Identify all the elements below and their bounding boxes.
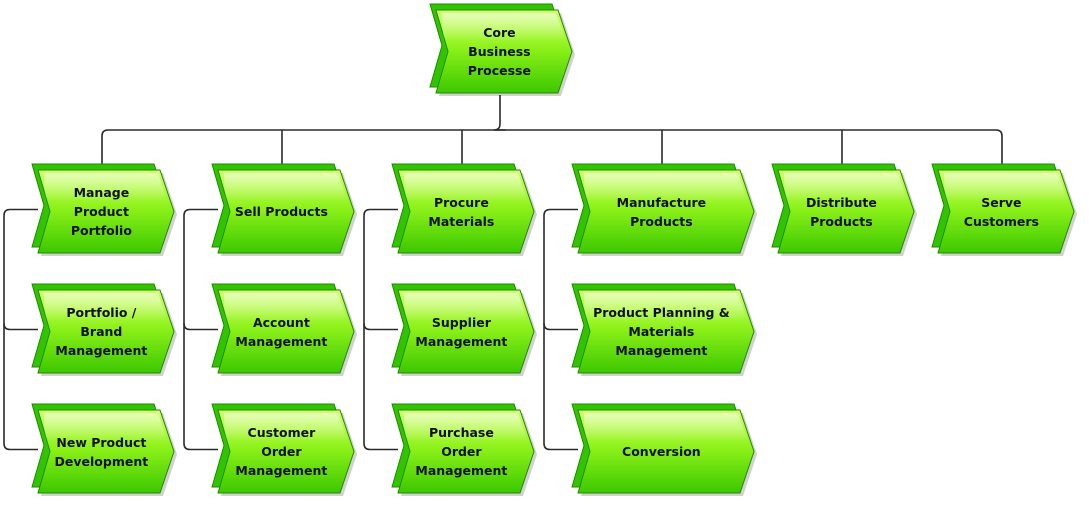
- subprocess-1-1-label: Portfolio / Brand Management: [55, 305, 148, 358]
- child-connector-1-1: [3, 323, 38, 331]
- child-connector-3-1: [363, 323, 398, 331]
- subprocess-2-1-shape: [211, 283, 357, 376]
- child-connector-4-1: [543, 323, 578, 331]
- root-process-label: Core Business Processe: [467, 25, 531, 78]
- root-connector: [493, 95, 506, 131]
- process-2-shape: [211, 163, 357, 256]
- process-1-shape: [31, 163, 177, 256]
- bus-connector: [101, 129, 1003, 164]
- child-bracket-4: [543, 208, 578, 451]
- process-6-shape: [931, 163, 1077, 256]
- child-connector-2-1: [183, 323, 218, 331]
- process-4-label: Manufacture Products: [616, 194, 707, 229]
- subprocess-4-2-label: Conversion: [622, 444, 701, 459]
- subprocess-1-2-shape: [31, 403, 177, 496]
- root-process-shape: [429, 3, 575, 96]
- process-4-shape: [571, 163, 757, 256]
- subprocess-4-2-shape: [571, 403, 757, 496]
- child-bracket-2: [183, 208, 218, 451]
- subprocess-2-2-label: Customer Order Management: [235, 425, 328, 478]
- child-bracket-3: [363, 208, 398, 451]
- subprocess-3-2-label: Purchase Order Management: [415, 425, 508, 478]
- subprocess-2-2-shape: [211, 403, 357, 496]
- process-6-label: Serve Customers: [963, 194, 1039, 229]
- process-5-shape: [771, 163, 917, 256]
- subprocess-4-1-shape: [571, 283, 757, 376]
- subprocess-2-1-label: Account Management: [235, 314, 328, 349]
- subprocess-3-1-label: Supplier Management: [415, 314, 508, 349]
- connector-lines: [3, 95, 1003, 451]
- process-2-label: Sell Products: [234, 204, 328, 219]
- process-1-label: Manage Product Portfolio: [70, 185, 132, 238]
- subprocess-3-2-shape: [391, 403, 537, 496]
- subprocess-1-2-label: New Product Development: [54, 434, 149, 469]
- process-5-label: Distribute Products: [805, 194, 877, 229]
- subprocess-3-1-shape: [391, 283, 537, 376]
- process-3-shape: [391, 163, 537, 256]
- subprocess-4-1-label: Product Planning & Materials Management: [593, 305, 730, 358]
- child-bracket-1: [3, 208, 38, 451]
- process-3-label: Procure Materials: [428, 194, 495, 229]
- process-shapes: [31, 3, 1077, 496]
- subprocess-1-1-shape: [31, 283, 177, 376]
